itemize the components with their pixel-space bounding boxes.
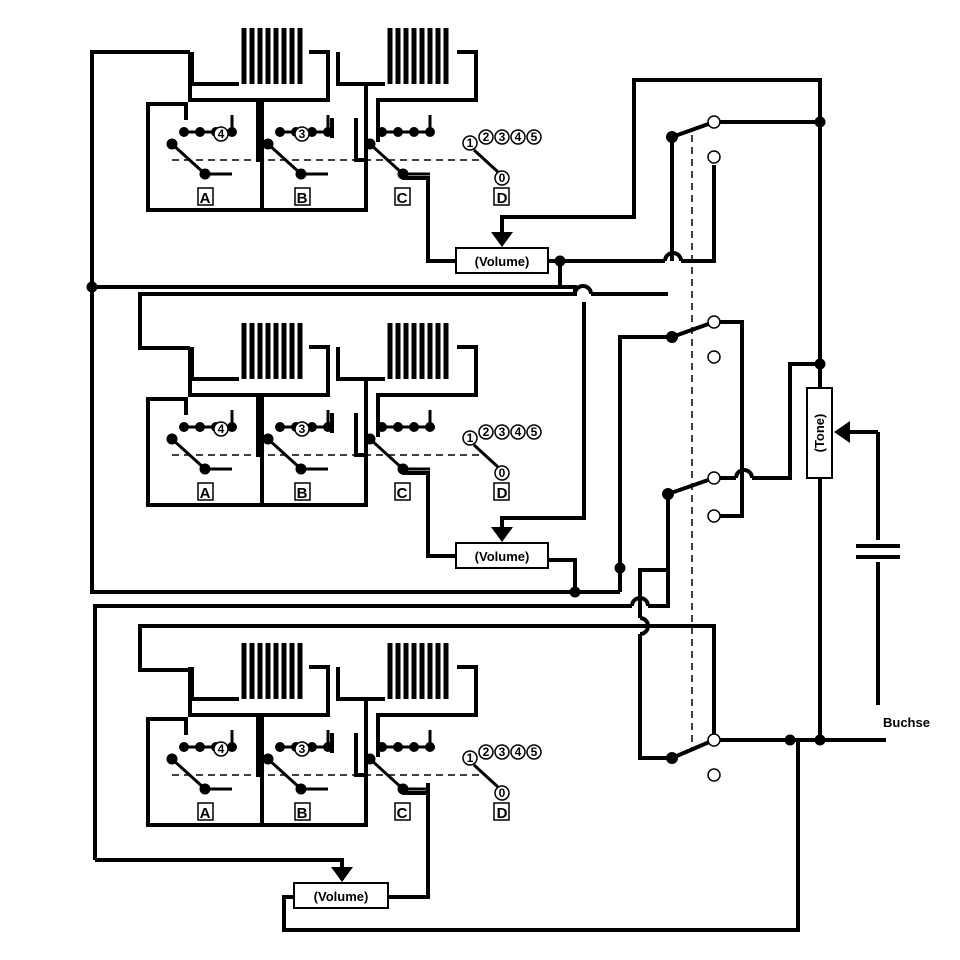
junction-dots bbox=[86, 116, 826, 746]
volume-label: (Volume) bbox=[314, 889, 369, 904]
shared-wiring bbox=[90, 50, 886, 932]
pickup-coil-2 bbox=[336, 643, 478, 717]
wafer-label: B bbox=[297, 190, 308, 207]
volume-pot: (Volume) bbox=[293, 867, 389, 909]
position-marker: 3 bbox=[299, 742, 306, 756]
wafer-d-position: 2 bbox=[483, 130, 490, 144]
volume-label: (Volume) bbox=[475, 549, 530, 564]
wafer-d-position: 5 bbox=[531, 130, 538, 144]
wafer-label: B bbox=[297, 485, 308, 502]
wafer-d-common: 0 bbox=[499, 171, 506, 185]
wafer-label: D bbox=[497, 190, 508, 207]
wafer-a: A bbox=[166, 410, 237, 502]
position-marker: 4 bbox=[218, 127, 225, 141]
wafer-label: A bbox=[200, 805, 211, 822]
output-jack-label: Buchse bbox=[883, 715, 930, 730]
wafer-d-common: 0 bbox=[499, 786, 506, 800]
volume-pot: (Volume) bbox=[455, 527, 549, 569]
position-marker: 3 bbox=[299, 127, 306, 141]
volume-label: (Volume) bbox=[475, 254, 530, 269]
wafer-c: C bbox=[364, 410, 435, 502]
wafer-d-position: 2 bbox=[483, 425, 490, 439]
wafer-d-common: 0 bbox=[499, 466, 506, 480]
wafer-d-position: 1 bbox=[467, 431, 474, 445]
wafer-c: C bbox=[364, 115, 435, 207]
tone-capacitor bbox=[856, 544, 900, 559]
position-marker: 3 bbox=[299, 422, 306, 436]
position-marker: 4 bbox=[218, 742, 225, 756]
pickup-coil-1 bbox=[190, 323, 330, 397]
wafer-d-position: 5 bbox=[531, 745, 538, 759]
wafer-label: D bbox=[497, 485, 508, 502]
wafer-d-position: 3 bbox=[499, 745, 506, 759]
wafer-c: C bbox=[364, 730, 435, 822]
tone-label: (Tone) bbox=[812, 414, 827, 453]
wafer-label: B bbox=[297, 805, 308, 822]
wafer-label: D bbox=[497, 805, 508, 822]
pickup-coil-2 bbox=[336, 323, 478, 397]
wafer-d-position: 1 bbox=[467, 751, 474, 765]
selector-switches bbox=[662, 115, 721, 782]
volume-pot: (Volume) bbox=[455, 232, 549, 274]
wafer-d-position: 2 bbox=[483, 745, 490, 759]
wafer-d-position: 3 bbox=[499, 130, 506, 144]
pickup-coil-1 bbox=[190, 28, 330, 102]
wafer-d-position: 3 bbox=[499, 425, 506, 439]
position-marker: 4 bbox=[218, 422, 225, 436]
wafer-label: C bbox=[397, 190, 408, 207]
wafer-label: A bbox=[200, 190, 211, 207]
wafer-d-position: 4 bbox=[515, 130, 522, 144]
wafer-d-position: 4 bbox=[515, 425, 522, 439]
tone-pot: (Tone) bbox=[806, 364, 878, 740]
pickup-coil-2 bbox=[336, 28, 478, 102]
wafer-label: C bbox=[397, 805, 408, 822]
wafer-d-position: 4 bbox=[515, 745, 522, 759]
pickup-coil-1 bbox=[190, 643, 330, 717]
wafer-label: C bbox=[397, 485, 408, 502]
wafer-d-position: 1 bbox=[467, 136, 474, 150]
wafer-d-position: 5 bbox=[531, 425, 538, 439]
wafer-b: B bbox=[262, 730, 333, 822]
wafer-label: A bbox=[200, 485, 211, 502]
